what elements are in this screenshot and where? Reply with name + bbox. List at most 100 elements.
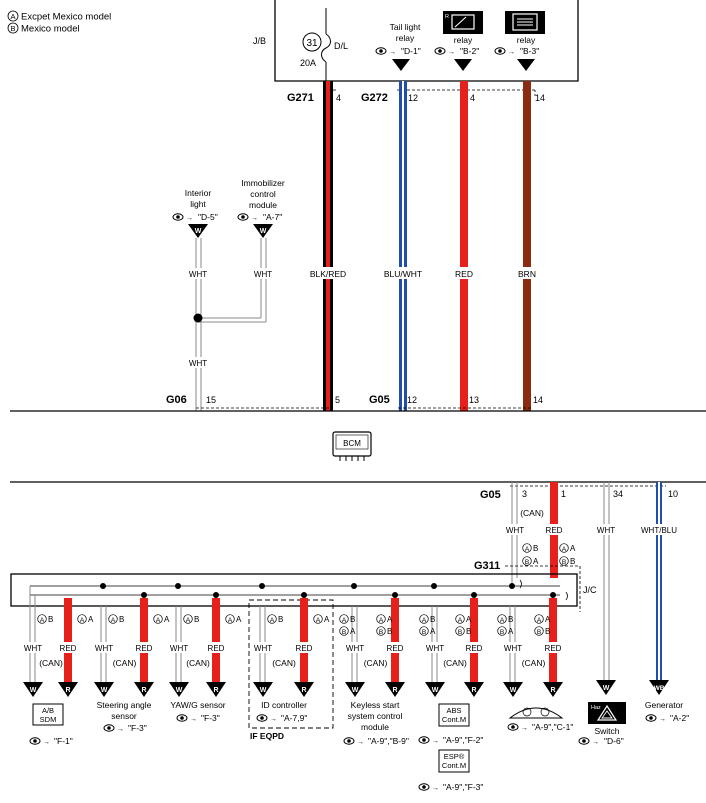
variant-mark-letter: A [422,617,427,624]
fuse-number: 31 [306,38,318,49]
bcm-upper-connectors: G06 G05 15 5 12 13 14 [10,394,706,412]
wire-label-red: RED [136,644,153,653]
wire-red-can [212,598,220,682]
wire-red-can [64,598,72,682]
wire-label-wht: WHT [504,644,522,653]
variant-mark [183,614,193,624]
instrument-cluster-icon [508,707,564,719]
pin-triangle-w [345,682,365,697]
wire-label-wht: WHT [24,644,42,653]
wire-label-wht: WHT [95,644,113,653]
tail-relay-ref: "D-1" [401,46,421,56]
variant-mark-text: A [545,615,551,624]
svg-text:→: → [190,716,197,723]
wire-label-can: (CAN) [364,658,388,668]
pin-g272-12: 12 [408,93,418,103]
svg-text:WHT: WHT [506,526,524,535]
svg-text:"A-9","F-3": "A-9","F-3" [443,782,483,792]
bcm-output-wires: (CAN) WHT RED WHT WHT/BLU [503,482,678,680]
svg-text:W: W [195,228,202,235]
device-abs-line1: ABS [446,706,461,715]
pin-letter-w: W [510,687,517,694]
rear-window-icon [451,14,475,30]
svg-text:→: → [357,739,364,746]
variant-mark-letter: A [537,617,542,624]
wire-label-wht: WHT [426,644,444,653]
variant-mark-letter: B [537,629,541,636]
svg-text:WHT: WHT [189,270,207,279]
pin-triangle-w [253,682,273,697]
svg-text:"A-2": "A-2" [670,713,689,723]
tail-relay-line1: Tail light [390,22,421,32]
g311-connector: G311 A B B A A A B B [474,543,581,612]
wire-label-can: (CAN) [39,658,63,668]
svg-text:14: 14 [533,395,543,405]
variant-mark-text: A [387,615,393,624]
pin-triangle-w [23,682,43,697]
device-ab-sdm-line1: A/B [42,706,54,715]
svg-text:A: A [562,546,567,553]
wire-label-bluwht: BLU/WHT [384,269,422,279]
pin-letter-r: R [65,687,70,694]
svg-text:"F-3": "F-3" [128,723,147,733]
immobilizer-line2: control [250,189,276,199]
wire-label-wht: WHT [170,644,188,653]
g272-label: G272 [361,92,388,104]
top-connector-row: G271 G272 4 12 4 14 [287,89,545,104]
device-keyless-line3: module [361,722,389,732]
pin-triangle-r [543,682,563,697]
svg-text:3: 3 [522,489,527,499]
variant-mark-letter: A [500,617,505,624]
svg-text:1: 1 [561,489,566,499]
svg-text:W: W [260,228,267,235]
svg-text:A: A [525,546,530,553]
jb-label: J/B [253,36,266,46]
immobilizer-line1: Immobilizer [241,178,285,188]
variant-mark-text: B [48,615,53,624]
pin-triangle-w [425,682,445,697]
svg-text:"A-9","C-1": "A-9","C-1" [532,722,573,732]
wire-label-blkred: BLK/RED [310,269,346,279]
variant-mark-letter: A [379,617,384,624]
variant-mark-text: B [194,615,199,624]
pin-triangle [188,224,208,238]
svg-text:→: → [270,716,277,723]
tail-relay-line2: relay [396,33,415,43]
svg-text:10: 10 [668,489,678,499]
wire-red-can [549,598,557,682]
wire-label-red: RED [208,644,225,653]
eye-icon [375,47,387,55]
wire-label-wht: WHT [346,644,364,653]
svg-text:G05: G05 [480,489,501,501]
variant-mark-text: B [119,615,124,624]
svg-text:→: → [659,716,666,723]
pin-triangle-w [169,682,189,697]
pin-triangle [253,224,273,238]
svg-text:"F-3": "F-3" [201,713,220,723]
variant-mark-letter: A [270,617,275,624]
variant-mark-text: A [324,615,330,624]
pin-letter-w: W [432,687,439,694]
device-switch: Switch [594,726,619,736]
svg-text:WHT: WHT [597,526,615,535]
variant-mark [455,614,465,624]
interior-light-ref: "D-5" [198,212,218,222]
wire-brn [523,81,531,411]
variant-mark-text: A [350,627,356,636]
wire-label-brn: BRN [518,269,536,279]
device-esp-line2: Cont.M [442,761,466,770]
wht-wires-left: WHT WHT WHT [186,238,275,411]
wire-label-can: (CAN) [522,658,546,668]
variant-mark [497,626,507,636]
device-keyless-line1: Keyless start [351,700,400,710]
variant-mark [108,614,118,624]
interior-light-line2: light [190,199,206,209]
variant-mark [376,626,386,636]
wire-label-red: RED [60,644,77,653]
variant-mark-letter: A [186,617,191,624]
pin-g272-4: 4 [470,93,475,103]
pin-letter-r: R [471,687,476,694]
variant-mark-text: B [545,627,550,636]
variant-mark-letter: B [342,629,346,636]
